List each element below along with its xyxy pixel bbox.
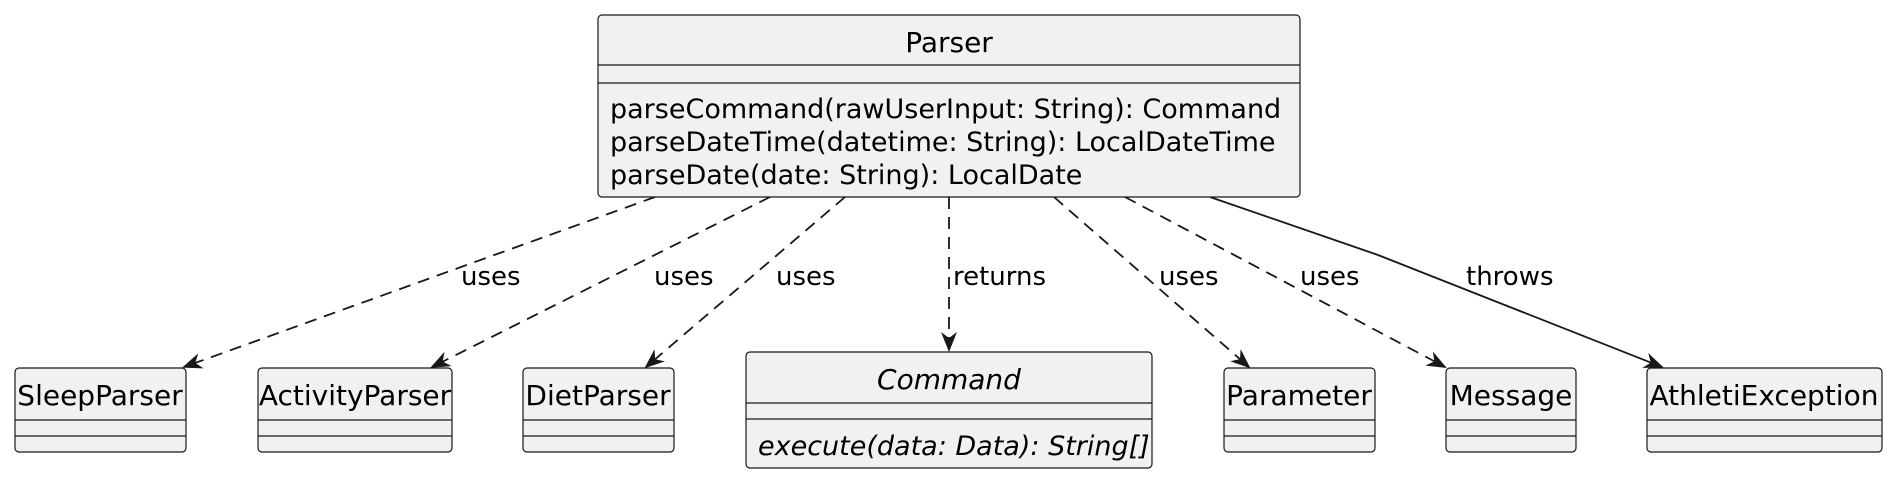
- class-name: AthletiException: [1650, 379, 1879, 412]
- relation-uses-diet-parser: uses: [644, 196, 846, 369]
- class-message: Message: [1445, 367, 1577, 453]
- relation-label: uses: [1300, 262, 1360, 292]
- relations: uses uses uses returns uses uses throws: [182, 196, 1664, 369]
- relation-label: uses: [654, 262, 714, 292]
- relation-uses-message: uses: [1124, 196, 1447, 368]
- relation-label: uses: [776, 262, 836, 292]
- class-name: Message: [1450, 379, 1573, 412]
- class-name: Parameter: [1226, 379, 1372, 412]
- relation-uses-parameter: uses: [1053, 196, 1251, 369]
- method: execute(data: Data): String[]: [758, 431, 1150, 462]
- relation-returns-command: returns: [941, 197, 1046, 352]
- class-diet-parser: DietParser: [522, 367, 675, 453]
- class-activity-parser: ActivityParser: [257, 367, 453, 453]
- relation-label: uses: [461, 262, 521, 292]
- class-name: DietParser: [525, 379, 671, 412]
- class-sleep-parser: SleepParser: [14, 367, 187, 453]
- class-athleti-exception: AthletiException: [1646, 367, 1883, 453]
- relation-label: returns: [953, 262, 1046, 292]
- method: parseDate(date: String): LocalDate: [610, 160, 1082, 191]
- class-name: Command: [877, 363, 1021, 396]
- relation-label: throws: [1466, 262, 1554, 292]
- class-name: Parser: [905, 26, 993, 59]
- method: parseDateTime(datetime: String): LocalDa…: [610, 127, 1276, 158]
- relation-uses-activity-parser: uses: [430, 196, 771, 368]
- method: parseCommand(rawUserInput: String): Comm…: [610, 94, 1281, 125]
- class-parser: Parser parseCommand(rawUserInput: String…: [597, 14, 1301, 198]
- relation-throws-athleti-exception: throws: [1209, 196, 1664, 368]
- class-command: Command execute(data: Data): String[]: [745, 351, 1153, 469]
- relation-uses-sleep-parser: uses: [182, 196, 656, 369]
- class-parameter: Parameter: [1223, 367, 1376, 453]
- relation-label: uses: [1159, 262, 1219, 292]
- class-name: SleepParser: [17, 379, 183, 412]
- class-name: ActivityParser: [259, 379, 452, 412]
